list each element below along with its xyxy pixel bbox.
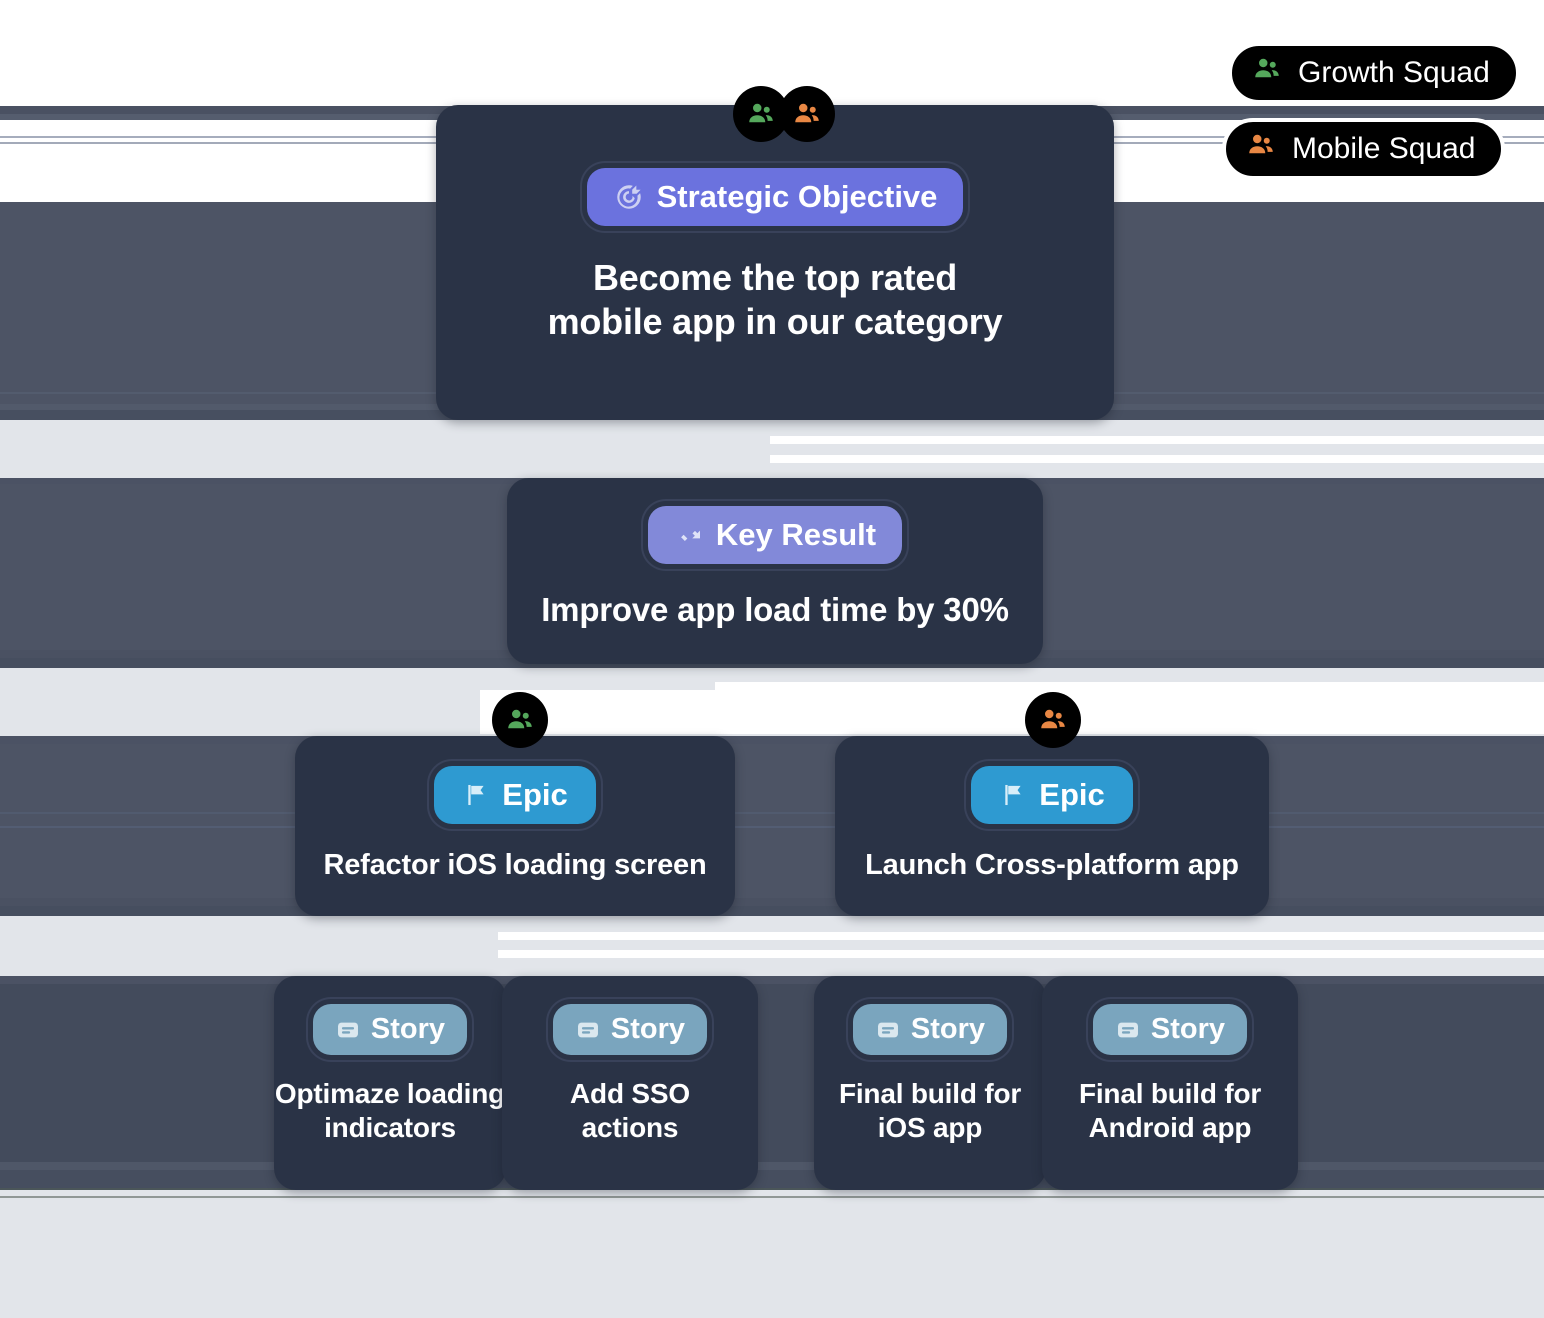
flag-icon: [462, 781, 490, 809]
story-title: Final build for Android app: [1047, 1077, 1293, 1145]
badge-label: Story: [910, 1013, 986, 1045]
card-epic-refactor-ios-loading-screen[interactable]: Epic Refactor iOS loading screen: [295, 736, 735, 916]
flag-icon: [999, 781, 1027, 809]
card-text-icon: [575, 1017, 601, 1043]
card-story-final-build-for-ios-app[interactable]: Story Final build for iOS app: [814, 976, 1046, 1190]
badge-label: Epic: [1039, 777, 1105, 812]
story-title-line1: Final build for: [1078, 1078, 1262, 1109]
legend-item-growth-squad[interactable]: Growth Squad: [1228, 42, 1520, 104]
badge-story[interactable]: Story: [1092, 1004, 1248, 1055]
badge-label: Story: [610, 1013, 686, 1045]
legend-label: Growth Squad: [1298, 56, 1490, 89]
band-hairline: [0, 1196, 1544, 1198]
badge-label: Key Result: [715, 517, 877, 552]
connector-key-result-to-epics: [715, 682, 1544, 734]
badge-label: Epic: [502, 777, 568, 812]
story-title-line2: indicators: [324, 1112, 456, 1144]
avatar-growth-squad-epic-1[interactable]: [492, 692, 548, 748]
epic-title: Launch Cross-platform app: [865, 849, 1239, 881]
band-artifact: [0, 1162, 1544, 1170]
badge-label: Story: [370, 1013, 446, 1045]
connector-objective-to-key-result: [770, 455, 1544, 463]
story-title-line2: iOS app: [877, 1112, 983, 1144]
band-artifact: [0, 1170, 1544, 1190]
connector-objective-to-key-result: [770, 436, 1544, 444]
objective-title-line1: Become the top rated: [592, 257, 958, 298]
badge-key-result[interactable]: Key Result: [647, 506, 903, 564]
badge-story[interactable]: Story: [852, 1004, 1008, 1055]
story-title-line1: Add SSO: [570, 1078, 690, 1109]
card-epic-launch-cross-platform-app[interactable]: Epic Launch Cross-platform app: [835, 736, 1269, 916]
avatar-mobile-squad-epic-2[interactable]: [1025, 692, 1081, 748]
band-hairline: [0, 812, 1544, 814]
story-title-line2: actions: [581, 1112, 679, 1144]
avatar-mobile-squad-objective[interactable]: [779, 86, 835, 142]
card-strategic-objective[interactable]: Strategic Objective Become the top rated…: [436, 105, 1114, 420]
card-text-icon: [875, 1017, 901, 1043]
trending-up-icon: [674, 520, 704, 550]
card-key-result[interactable]: Key Result Improve app load time by 30%: [507, 478, 1043, 664]
target-icon: [613, 181, 645, 213]
card-text-icon: [1115, 1017, 1141, 1043]
key-result-title: Improve app load time by 30%: [541, 591, 1009, 628]
band-artifact: [0, 976, 1544, 984]
card-text-icon: [335, 1017, 361, 1043]
badge-story[interactable]: Story: [552, 1004, 708, 1055]
people-group-icon: [1250, 54, 1284, 92]
badge-epic[interactable]: Epic: [434, 766, 596, 824]
card-story-final-build-for-android-app[interactable]: Story Final build for Android app: [1042, 976, 1298, 1190]
objective-title-line2: mobile app in our category: [547, 300, 1003, 342]
band-artifact: [0, 984, 1544, 1182]
card-story-optimaze-loading-indicators[interactable]: Story Optimaze loading indicators: [274, 976, 506, 1190]
epic-title: Refactor iOS loading screen: [323, 849, 707, 881]
band-hairline: [0, 1188, 1544, 1190]
badge-epic[interactable]: Epic: [971, 766, 1133, 824]
story-title-line1: Final build for: [838, 1078, 1022, 1109]
story-title: Final build for iOS app: [819, 1077, 1042, 1145]
band-artifact: [0, 744, 1544, 906]
objective-title: Become the top rated mobile app in our c…: [463, 256, 1087, 344]
band-artifact: [0, 898, 1544, 906]
story-title: Add SSO actions: [507, 1077, 753, 1145]
connector-epics-to-stories: [498, 950, 1544, 958]
band-artifact: [0, 906, 1544, 916]
story-title-line2: Android app: [1088, 1112, 1252, 1144]
legend-label: Mobile Squad: [1292, 132, 1476, 165]
band-artifact: [0, 736, 1544, 744]
card-story-add-sso-actions[interactable]: Story Add SSO actions: [502, 976, 758, 1190]
story-title-line1: Optimaze loading: [274, 1078, 506, 1109]
badge-label: Strategic Objective: [656, 179, 938, 214]
legend-item-mobile-squad[interactable]: Mobile Squad: [1222, 118, 1506, 180]
connector-epics-to-stories: [498, 932, 1544, 940]
badge-label: Story: [1150, 1013, 1226, 1045]
story-title: Optimaze loading indicators: [269, 1077, 510, 1145]
badge-strategic-objective[interactable]: Strategic Objective: [586, 168, 964, 226]
badge-story[interactable]: Story: [312, 1004, 468, 1055]
band-hairline: [0, 826, 1544, 828]
people-group-icon: [1244, 130, 1278, 168]
